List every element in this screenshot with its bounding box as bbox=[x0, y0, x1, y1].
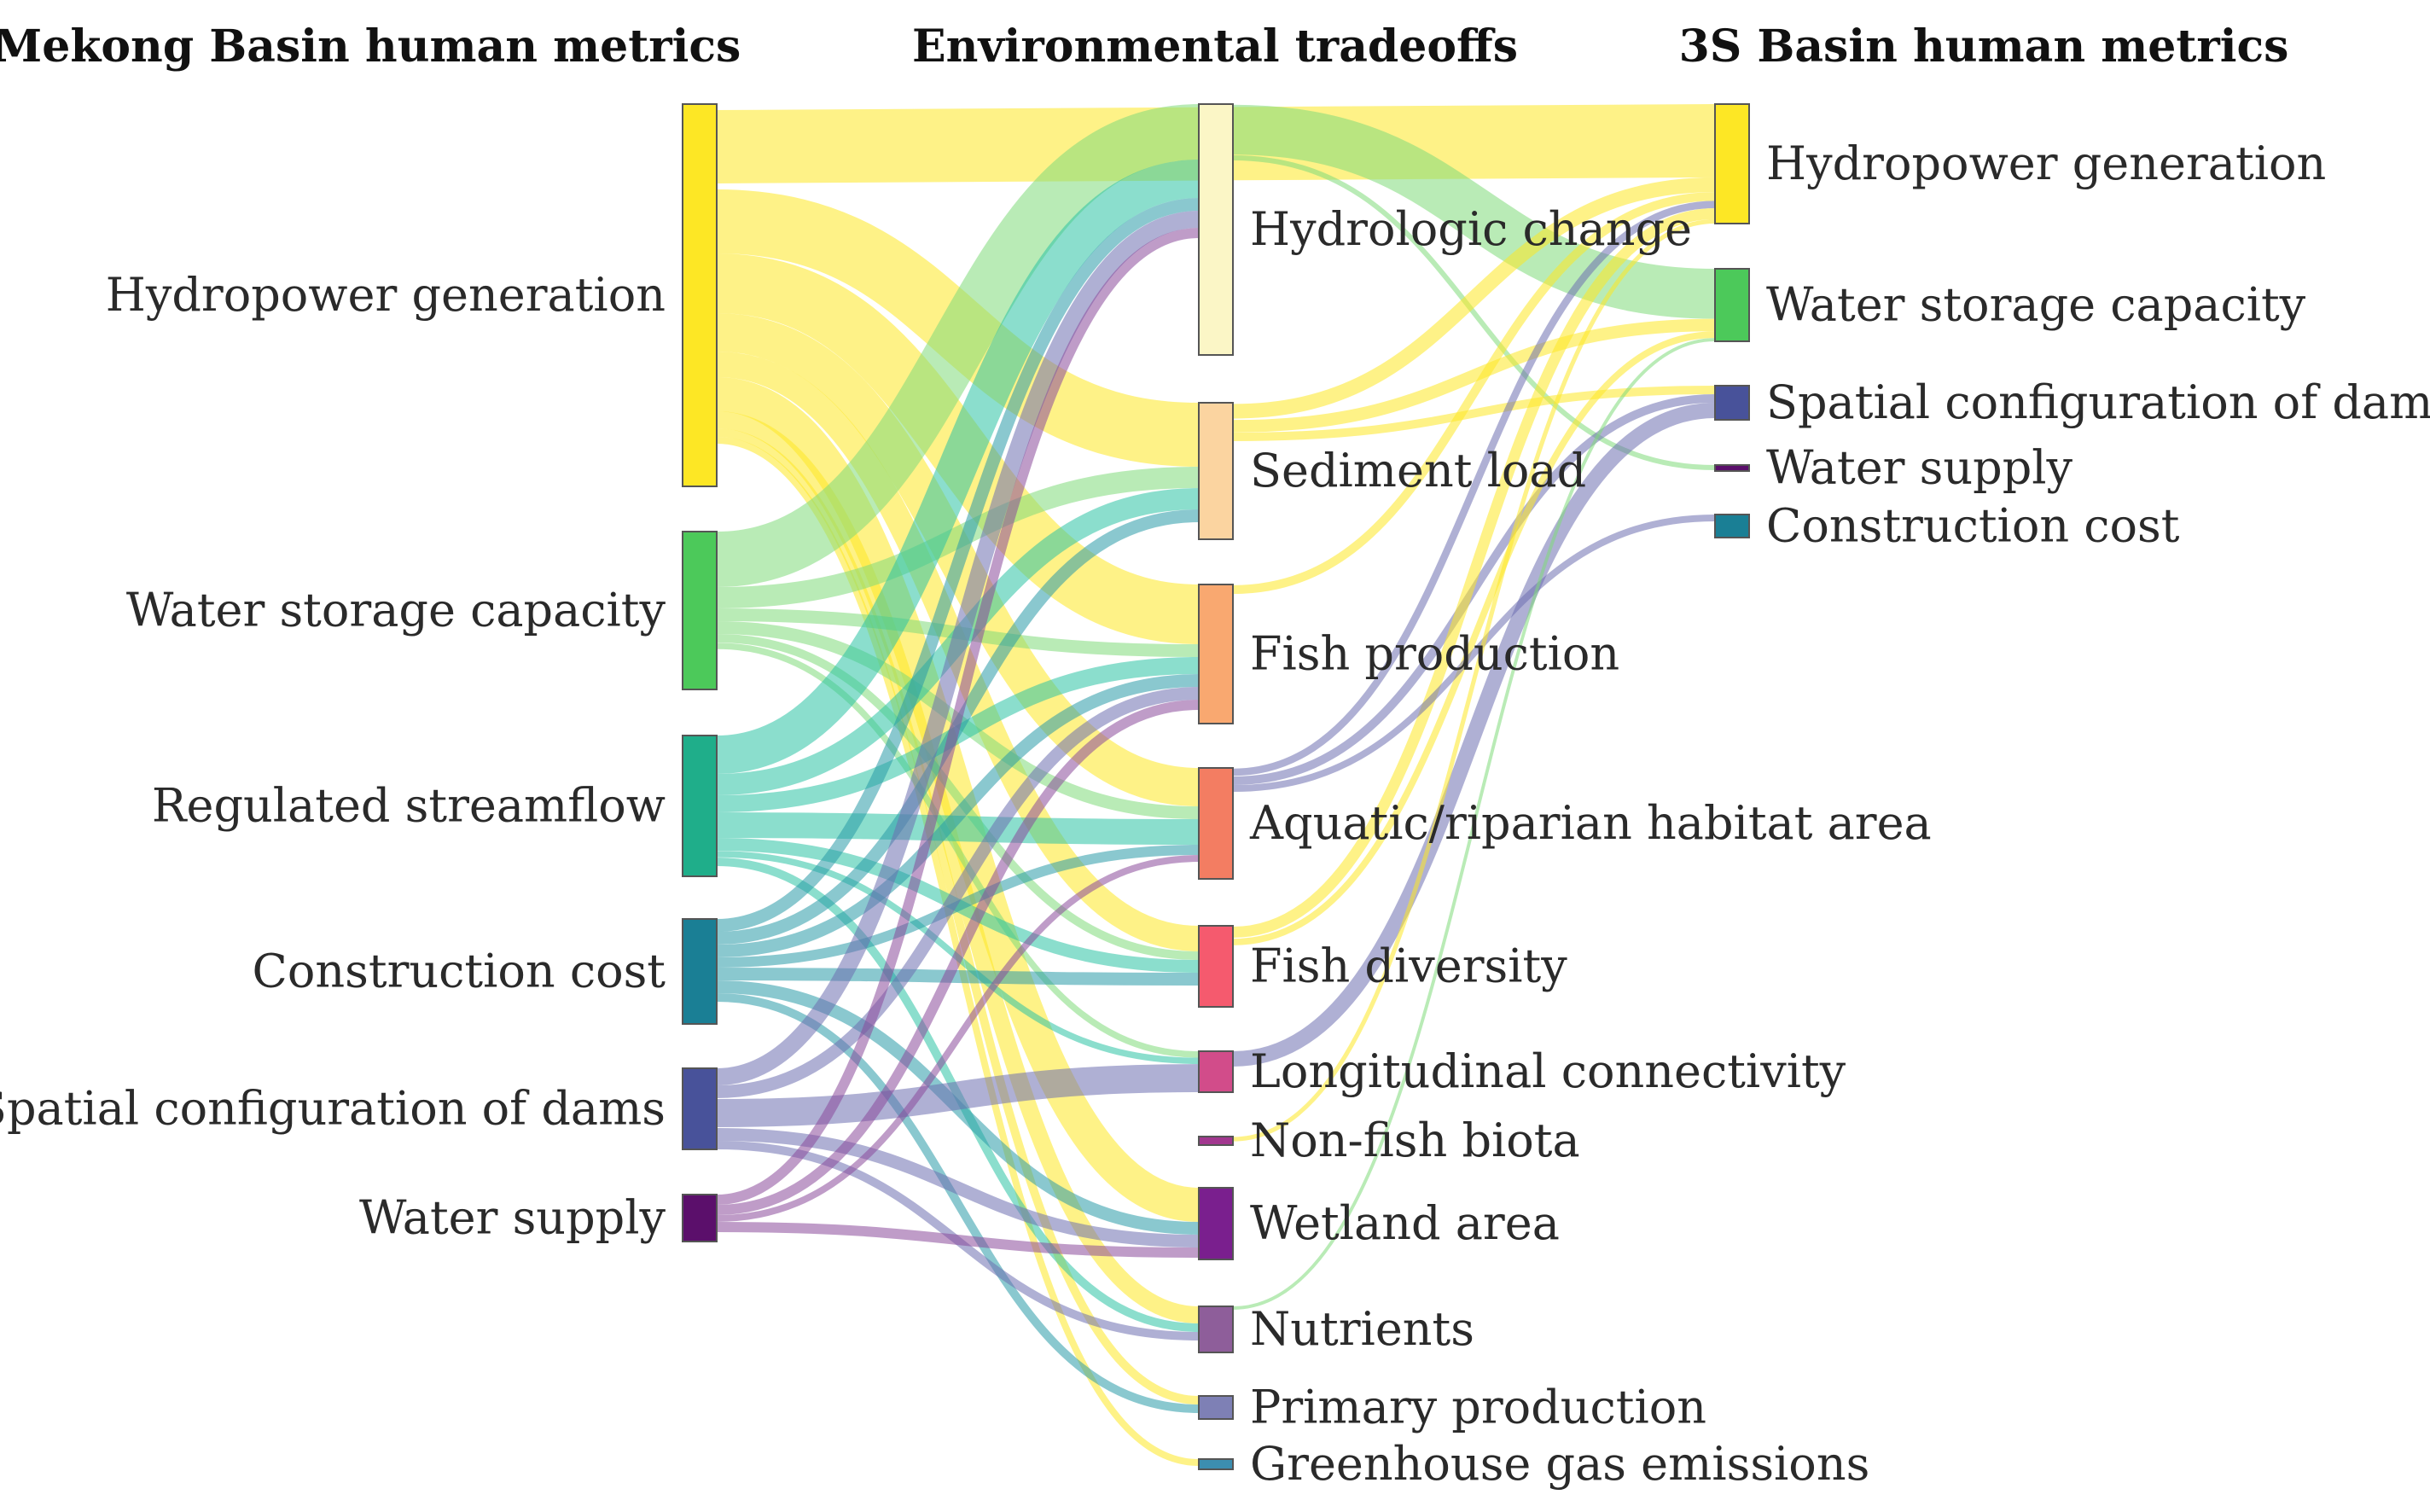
tradeoff-node-3 bbox=[1198, 584, 1234, 724]
tradeoff-node-11 bbox=[1198, 1458, 1234, 1470]
link-L6-M4 bbox=[716, 855, 1200, 1222]
tradeoff-node-1 bbox=[1198, 103, 1234, 356]
link-M4-R1 bbox=[1232, 201, 1716, 776]
flow-links bbox=[716, 104, 1716, 1466]
link-L2-M2 bbox=[716, 467, 1200, 608]
mekong-label-2: Water storage capacity bbox=[126, 584, 666, 637]
basin3s-node-4 bbox=[1714, 464, 1750, 472]
link-M9-R2 bbox=[1232, 338, 1716, 1310]
link-L6-M3 bbox=[716, 700, 1200, 1215]
mekong-node-6 bbox=[682, 1194, 718, 1242]
link-M5-R2 bbox=[1232, 331, 1716, 945]
link-M4-R5 bbox=[1232, 515, 1716, 792]
link-M3-R1 bbox=[1232, 192, 1716, 595]
tradeoff-node-8 bbox=[1198, 1187, 1234, 1260]
link-L3-M1 bbox=[716, 160, 1200, 774]
mekong-node-2 bbox=[682, 531, 718, 690]
mekong-node-4 bbox=[682, 918, 718, 1025]
tradeoff-node-9 bbox=[1198, 1306, 1234, 1353]
mekong-node-1 bbox=[682, 103, 718, 487]
link-L5-M3 bbox=[716, 687, 1200, 1098]
tradeoff-label-5: Fish diversity bbox=[1250, 939, 1567, 993]
link-M5-R1 bbox=[1232, 207, 1716, 938]
link-L2-M5 bbox=[716, 634, 1200, 960]
link-L5-M1 bbox=[716, 211, 1200, 1085]
column-header-3s-basin: 3S Basin human metrics bbox=[1679, 20, 2289, 73]
mekong-label-3: Regulated streamflow bbox=[152, 779, 666, 833]
basin3s-node-1 bbox=[1714, 103, 1750, 224]
mekong-label-1: Hydropower generation bbox=[106, 268, 666, 322]
tradeoff-label-1: Hydrologic change bbox=[1250, 202, 1692, 256]
tradeoff-label-8: Wetland area bbox=[1250, 1196, 1560, 1250]
tradeoff-node-6 bbox=[1198, 1050, 1234, 1093]
basin3s-label-4: Water supply bbox=[1766, 441, 2073, 495]
link-L4-M3 bbox=[716, 674, 1200, 957]
link-L2-M6 bbox=[716, 643, 1200, 1058]
link-L4-M4 bbox=[716, 845, 1200, 968]
basin3s-label-3: Spatial configuration of dams bbox=[1766, 375, 2430, 429]
link-M7-R1 bbox=[1232, 218, 1716, 1142]
tradeoff-label-9: Nutrients bbox=[1250, 1302, 1474, 1356]
column-header-mekong: Mekong Basin human metrics bbox=[0, 20, 741, 73]
tradeoff-node-10 bbox=[1198, 1395, 1234, 1420]
tradeoff-label-11: Greenhouse gas emissions bbox=[1250, 1437, 1869, 1491]
mekong-node-5 bbox=[682, 1067, 718, 1150]
diagram-nodes bbox=[682, 103, 1750, 1470]
link-L1-M10 bbox=[716, 428, 1200, 1404]
link-L6-M8 bbox=[716, 1222, 1200, 1258]
tradeoff-label-10: Primary production bbox=[1250, 1381, 1706, 1434]
link-L4-M5 bbox=[716, 968, 1200, 986]
mekong-label-4: Construction cost bbox=[253, 945, 666, 998]
link-M6-R3 bbox=[1232, 403, 1716, 1067]
column-header-environmental: Environmental tradeoffs bbox=[912, 20, 1518, 73]
link-L3-M4 bbox=[716, 812, 1200, 845]
mekong-label-5: Spatial configuration of dams bbox=[0, 1082, 666, 1136]
link-L5-M6 bbox=[716, 1064, 1200, 1127]
tradeoff-label-3: Fish production bbox=[1250, 627, 1619, 681]
basin3s-node-3 bbox=[1714, 385, 1750, 421]
link-L4-M1 bbox=[716, 198, 1200, 932]
basin3s-label-2: Water storage capacity bbox=[1766, 278, 2306, 332]
link-M2-R2 bbox=[1232, 318, 1716, 433]
tradeoff-label-7: Non-fish biota bbox=[1250, 1114, 1580, 1167]
link-L1-M9 bbox=[716, 411, 1200, 1323]
link-M1-R2 bbox=[1232, 104, 1716, 319]
tradeoff-node-7 bbox=[1198, 1136, 1234, 1146]
tradeoff-node-2 bbox=[1198, 402, 1234, 540]
tradeoff-node-4 bbox=[1198, 767, 1234, 880]
tradeoff-node-5 bbox=[1198, 925, 1234, 1008]
mekong-label-6: Water supply bbox=[359, 1191, 666, 1245]
link-L6-M1 bbox=[716, 228, 1200, 1205]
link-M2-R1 bbox=[1232, 177, 1716, 419]
basin3s-node-2 bbox=[1714, 268, 1750, 342]
mekong-node-3 bbox=[682, 735, 718, 877]
link-L2-M1 bbox=[716, 104, 1200, 587]
tradeoff-label-2: Sediment load bbox=[1250, 444, 1586, 497]
basin3s-label-1: Hydropower generation bbox=[1766, 137, 2326, 190]
basin3s-node-5 bbox=[1714, 514, 1750, 538]
basin3s-label-5: Construction cost bbox=[1766, 499, 2180, 553]
tradeoff-label-6: Longitudinal connectivity bbox=[1250, 1044, 1846, 1098]
tradeoff-label-4: Aquatic/riparian habitat area bbox=[1249, 796, 1932, 850]
